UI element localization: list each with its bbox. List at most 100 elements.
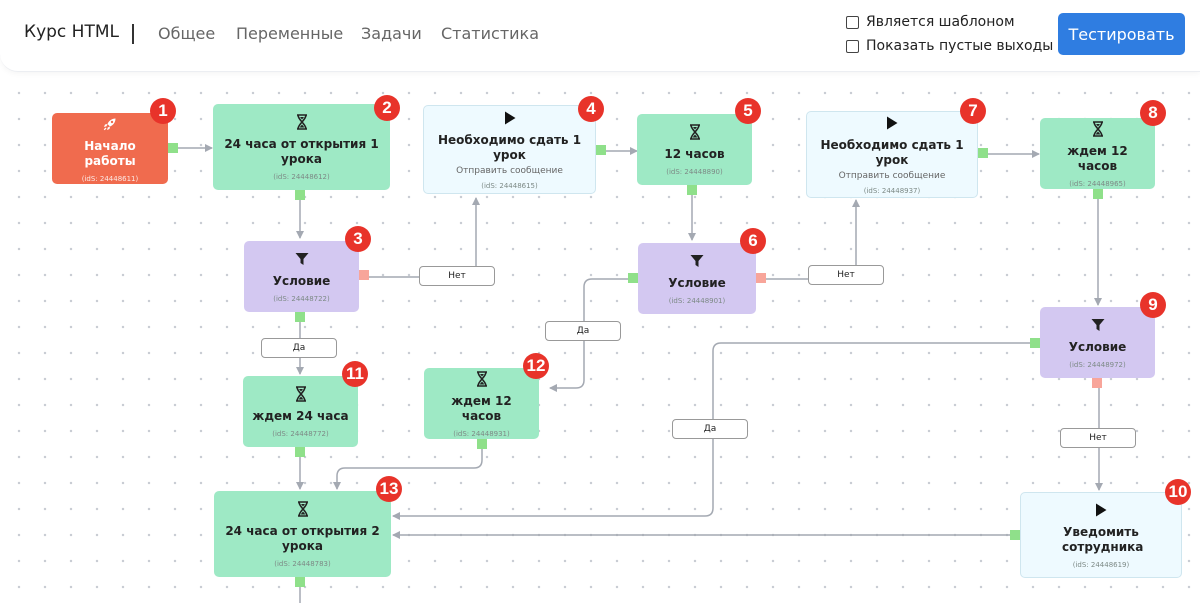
step-badge: 11 bbox=[342, 361, 368, 387]
hourglass-icon bbox=[689, 123, 701, 141]
output-port[interactable] bbox=[596, 145, 606, 155]
node-id: (idS: 24448972) bbox=[1069, 361, 1126, 369]
output-port[interactable] bbox=[295, 447, 305, 457]
output-port[interactable] bbox=[1010, 530, 1020, 540]
edge-label-yes[interactable]: Да bbox=[672, 419, 748, 439]
node-title: ждем 12 часов bbox=[1067, 143, 1128, 173]
flow-node-7[interactable]: Необходимо сдать 1 урок Отправить сообще… bbox=[806, 111, 978, 198]
play-icon bbox=[1095, 501, 1107, 519]
flow-node-5[interactable]: 12 часов (idS: 24448890) bbox=[637, 114, 752, 185]
node-title: Начало работы bbox=[84, 138, 136, 168]
node-title: Условие bbox=[668, 276, 726, 290]
node-id: (idS: 24448615) bbox=[481, 182, 538, 190]
hourglass-icon bbox=[1092, 120, 1104, 138]
play-icon bbox=[886, 114, 898, 132]
filter-icon bbox=[690, 252, 704, 270]
flow-node-6[interactable]: Условие (idS: 24448901) bbox=[638, 243, 756, 314]
step-badge: 2 bbox=[374, 95, 400, 121]
edge-label-no[interactable]: Нет bbox=[1060, 428, 1136, 448]
node-id: (idS: 24448611) bbox=[81, 174, 139, 183]
flow-node-8[interactable]: ждем 12 часов (idS: 24448965) bbox=[1040, 118, 1155, 189]
play-icon bbox=[504, 109, 516, 127]
step-badge: 7 bbox=[960, 98, 986, 124]
checkbox-icon[interactable] bbox=[846, 39, 859, 53]
output-port[interactable] bbox=[1093, 189, 1103, 199]
funnel-title: Курс HTML bbox=[24, 22, 119, 42]
tab-general[interactable]: Общее bbox=[158, 24, 216, 43]
node-title: Необходимо сдать 1 урок bbox=[437, 133, 582, 162]
tab-tasks[interactable]: Задачи bbox=[361, 24, 422, 43]
node-title: Условие bbox=[1068, 340, 1127, 354]
hourglass-icon bbox=[297, 500, 309, 518]
edge-label-no[interactable]: Нет bbox=[808, 265, 884, 285]
edge-label-yes[interactable]: Да bbox=[545, 321, 621, 341]
output-port[interactable] bbox=[168, 143, 178, 153]
node-title: Условие bbox=[272, 274, 331, 288]
node-id: (idS: 24448965) bbox=[1069, 179, 1126, 188]
step-badge: 3 bbox=[345, 226, 371, 252]
node-id: (idS: 24448722) bbox=[273, 295, 330, 303]
node-id: (idS: 24448931) bbox=[453, 429, 510, 438]
flow-node-4[interactable]: Необходимо сдать 1 урок Отправить сообще… bbox=[423, 105, 596, 194]
step-badge: 9 bbox=[1140, 292, 1166, 318]
header-separator bbox=[132, 24, 134, 44]
yes-output-port[interactable] bbox=[295, 312, 305, 322]
step-badge: 6 bbox=[740, 228, 766, 254]
node-id: (idS: 24448901) bbox=[668, 297, 726, 305]
step-badge: 13 bbox=[376, 476, 402, 502]
node-id: (idS: 24448612) bbox=[273, 173, 330, 181]
node-id: (idS: 24448937) bbox=[863, 187, 921, 195]
step-badge: 10 bbox=[1165, 479, 1191, 505]
flow-node-11[interactable]: ждем 24 часа (idS: 24448772) bbox=[243, 376, 358, 447]
node-id: (idS: 24448619) bbox=[1072, 561, 1130, 569]
empty-exits-checkbox[interactable]: Показать пустые выходы bbox=[846, 38, 1053, 54]
node-subtitle: Отправить сообщение bbox=[838, 171, 946, 181]
flow-node-12[interactable]: ждем 12 часов (idS: 24448931) bbox=[424, 368, 539, 439]
flow-node-13[interactable]: 24 часа от открытия 2 урока (idS: 244487… bbox=[214, 491, 391, 577]
output-port[interactable] bbox=[978, 148, 988, 158]
step-badge: 4 bbox=[578, 96, 604, 122]
flow-node-3[interactable]: Условие (idS: 24448722) bbox=[244, 241, 359, 312]
node-id: (idS: 24448783) bbox=[274, 560, 331, 568]
node-title: ждем 12 часов bbox=[451, 393, 512, 423]
edge-label-no[interactable]: Нет bbox=[419, 266, 495, 286]
no-output-port[interactable] bbox=[1092, 378, 1102, 388]
output-port[interactable] bbox=[687, 185, 697, 195]
checkbox-icon[interactable] bbox=[846, 15, 859, 29]
step-badge: 8 bbox=[1140, 100, 1166, 126]
step-badge: 5 bbox=[735, 98, 761, 124]
yes-output-port[interactable] bbox=[1030, 338, 1040, 348]
tab-statistics[interactable]: Статистика bbox=[441, 24, 539, 43]
node-id: (idS: 24448890) bbox=[666, 168, 723, 176]
flow-node-1[interactable]: Начало работы (idS: 24448611) bbox=[52, 113, 168, 184]
node-title: 24 часа от открытия 2 урока bbox=[225, 524, 380, 553]
step-badge: 12 bbox=[523, 353, 549, 379]
node-subtitle: Отправить сообщение bbox=[456, 166, 563, 176]
hourglass-icon bbox=[295, 385, 307, 403]
filter-icon bbox=[1091, 316, 1105, 334]
empty-exits-checkbox-label: Показать пустые выходы bbox=[866, 38, 1054, 54]
template-checkbox[interactable]: Является шаблоном bbox=[846, 14, 1015, 30]
flow-node-10[interactable]: Уведомить сотрудника (idS: 24448619) bbox=[1020, 492, 1182, 578]
step-badge: 1 bbox=[150, 98, 176, 124]
node-title: Необходимо сдать 1 урок bbox=[820, 138, 964, 167]
no-output-port[interactable] bbox=[359, 270, 369, 280]
hourglass-icon bbox=[296, 113, 308, 131]
flow-node-2[interactable]: 24 часа от открытия 1 урока (idS: 244486… bbox=[213, 104, 390, 190]
template-checkbox-label: Является шаблоном bbox=[866, 14, 1015, 30]
node-title: 12 часов bbox=[664, 147, 725, 161]
output-port[interactable] bbox=[295, 577, 305, 587]
rocket-icon bbox=[102, 115, 118, 133]
top-header: Курс HTML Общее Переменные Задачи Статис… bbox=[0, 0, 1200, 72]
no-output-port[interactable] bbox=[756, 273, 766, 283]
tab-variables[interactable]: Переменные bbox=[236, 24, 344, 43]
output-port[interactable] bbox=[295, 190, 305, 200]
edge-label-yes[interactable]: Да bbox=[261, 338, 337, 358]
hourglass-icon bbox=[476, 370, 488, 388]
test-button[interactable]: Тестировать bbox=[1058, 13, 1185, 55]
node-title: 24 часа от открытия 1 урока bbox=[224, 137, 379, 166]
output-port[interactable] bbox=[477, 439, 487, 449]
node-id: (idS: 24448772) bbox=[272, 430, 329, 438]
yes-output-port[interactable] bbox=[628, 273, 638, 283]
flow-node-9[interactable]: Условие (idS: 24448972) bbox=[1040, 307, 1155, 378]
